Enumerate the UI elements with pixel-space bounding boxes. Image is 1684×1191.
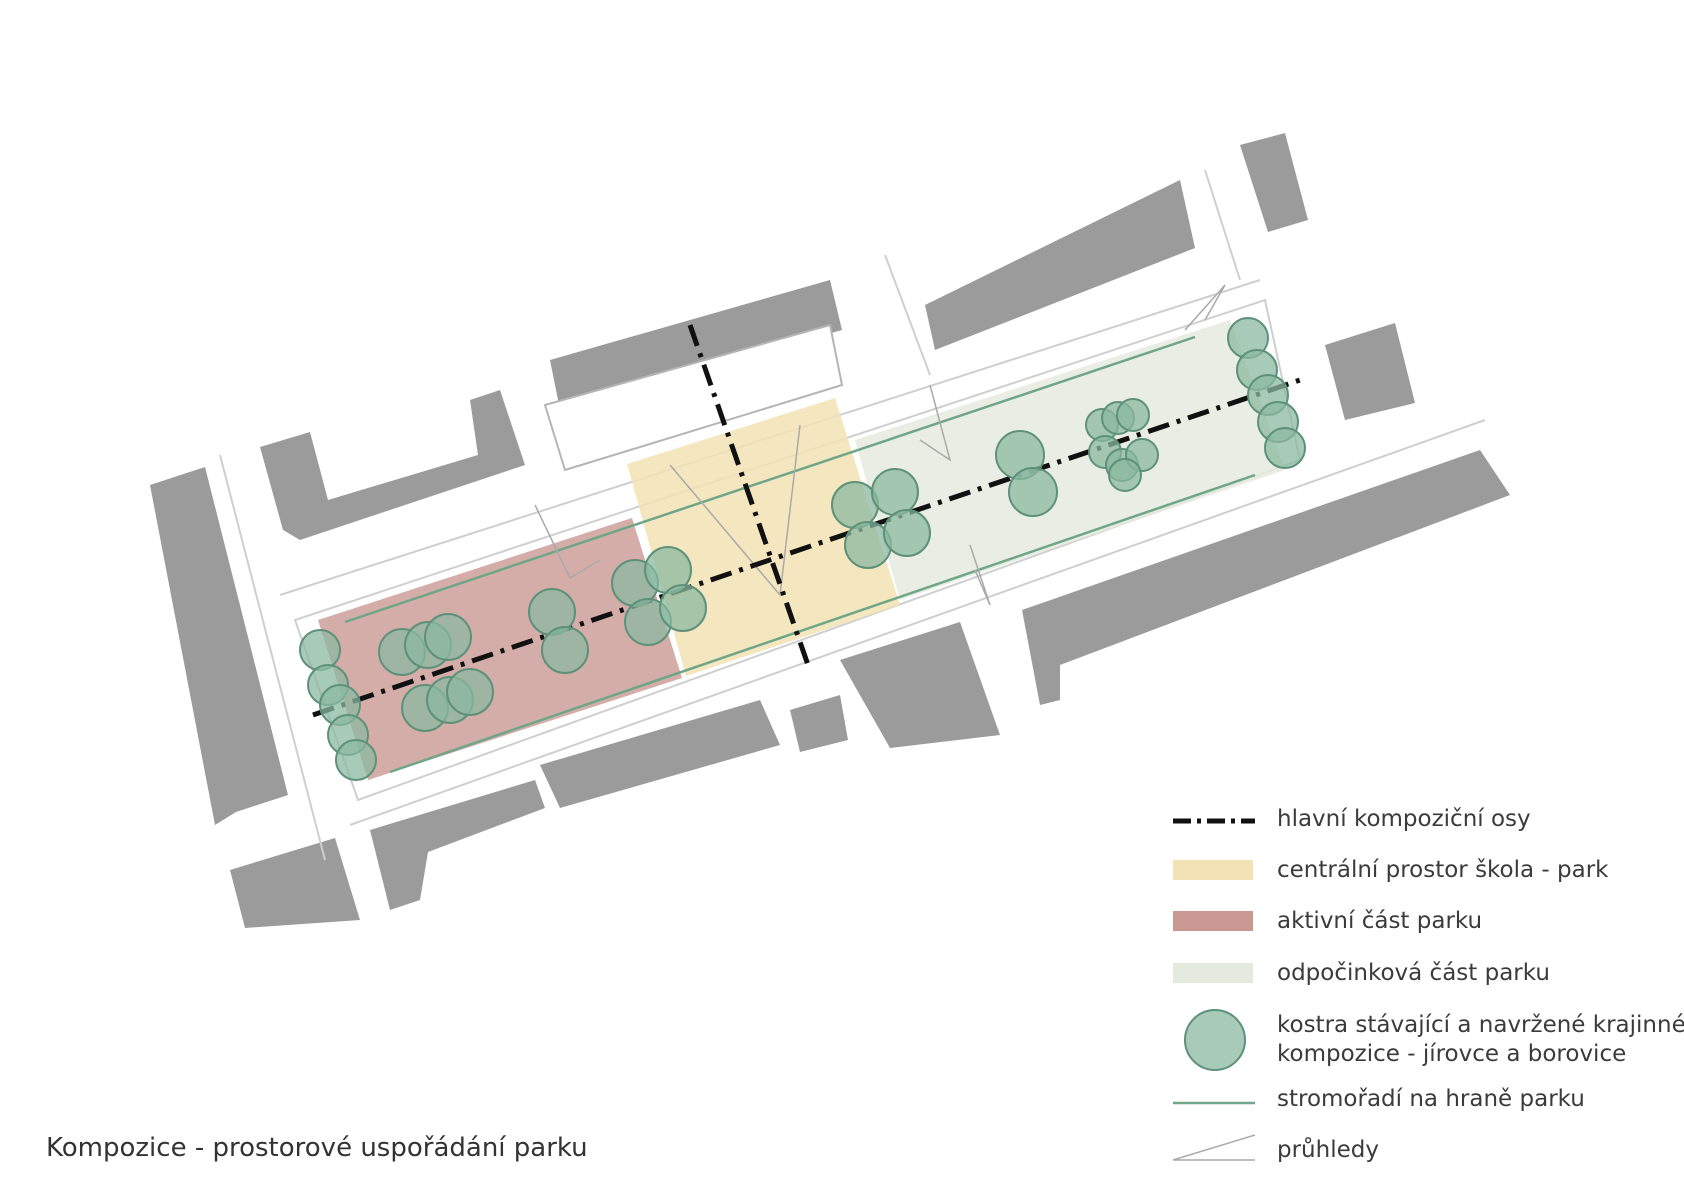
street-line — [219, 454, 326, 861]
main-axis — [312, 377, 1301, 718]
building — [1240, 133, 1308, 232]
active-zone-swatch — [1173, 911, 1253, 931]
building — [230, 838, 360, 928]
tree — [335, 739, 377, 781]
building — [370, 780, 545, 910]
cross-axis — [687, 324, 811, 666]
street-line — [349, 419, 1486, 826]
view-wedge — [1184, 284, 1226, 331]
building — [925, 180, 1195, 350]
tree — [541, 626, 589, 674]
tree — [1008, 467, 1058, 517]
tree — [659, 584, 707, 632]
view-wedge — [919, 384, 952, 462]
school-building — [543, 323, 844, 472]
tree — [1108, 458, 1142, 492]
tree-rows — [344, 335, 1256, 774]
tree-circle-icon — [1184, 1009, 1246, 1071]
building — [840, 622, 1000, 748]
building — [790, 695, 848, 752]
composition-axes — [312, 324, 1301, 718]
building — [260, 390, 525, 540]
view-wedge-icon — [1172, 1134, 1256, 1161]
tree — [1264, 427, 1306, 469]
rest-zone-swatch — [1173, 963, 1253, 983]
legend-trees-label-1: kostra stávající a navržené krajinné — [1277, 1012, 1684, 1038]
street-line — [884, 254, 931, 376]
legend-views-label: průhledy — [1277, 1137, 1379, 1163]
buildings — [150, 133, 1510, 928]
legend-axes-label: hlavní kompoziční osy — [1277, 806, 1531, 832]
tree — [831, 481, 879, 529]
legend-trees-label-2: kompozice - jírovce a borovice — [1277, 1041, 1627, 1067]
view-wedge — [669, 424, 801, 597]
legend-central-label: centrální prostor škola - park — [1277, 857, 1609, 883]
legend-symbols — [1172, 818, 1256, 1161]
street-line — [1204, 169, 1241, 281]
building — [150, 467, 288, 825]
tree-row — [389, 473, 1256, 774]
tree-row — [344, 335, 1196, 624]
tree — [871, 468, 919, 516]
tree — [424, 613, 472, 661]
tree — [299, 629, 341, 671]
view-wedge — [969, 544, 991, 606]
view-lines — [534, 284, 1226, 606]
tree — [446, 668, 494, 716]
building — [540, 700, 780, 808]
view-wedge — [534, 504, 601, 580]
building — [1022, 450, 1510, 705]
tree — [883, 509, 931, 557]
legend-tree-rows-label: stromořadí na hraně parku — [1277, 1086, 1585, 1112]
tree — [1116, 398, 1150, 432]
central-zone-swatch — [1173, 860, 1253, 880]
legend-rest-label: odpočinková část parku — [1277, 960, 1550, 986]
trees — [299, 317, 1306, 781]
legend-active-label: aktivní část parku — [1277, 908, 1483, 934]
plan-caption: Kompozice - prostorové uspořádání parku — [46, 1133, 588, 1163]
building — [1325, 323, 1415, 420]
